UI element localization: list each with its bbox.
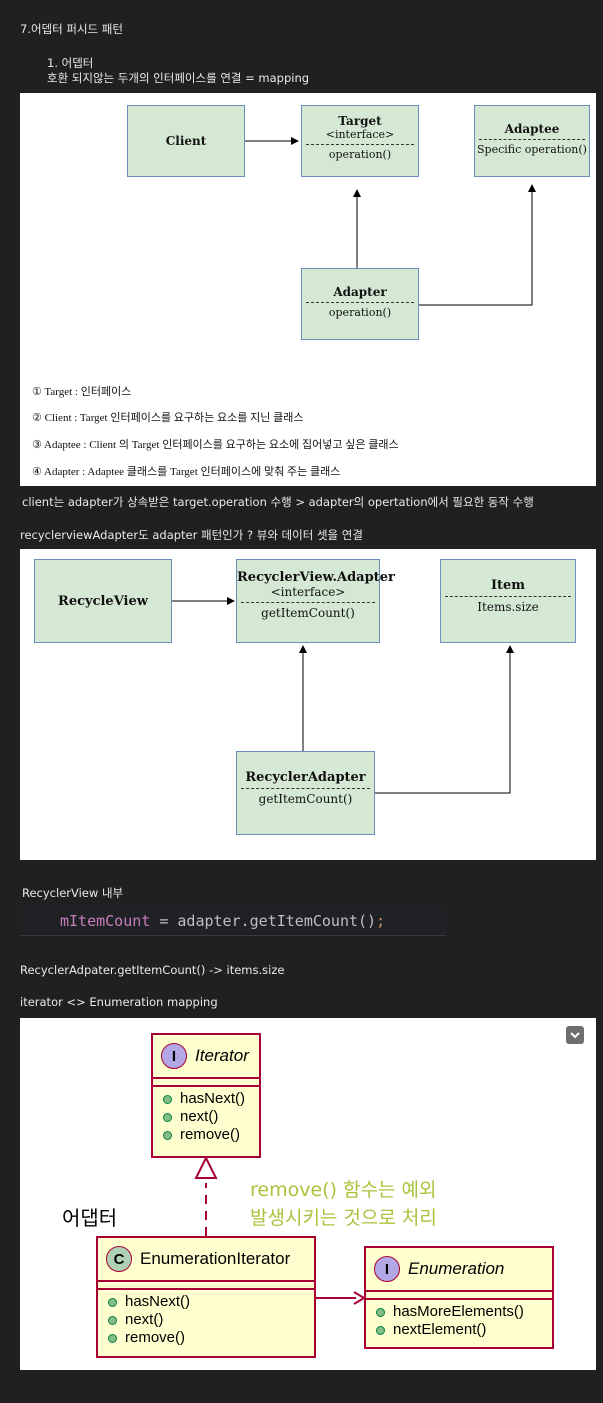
client-box: Client xyxy=(127,105,245,177)
diagram2-connectors xyxy=(172,597,514,794)
iterator-method: remove() xyxy=(163,1126,259,1144)
iterator-name: Iterator xyxy=(195,1046,249,1065)
iterator-interface-box: I Iterator hasNext() next() remove() xyxy=(151,1033,261,1158)
item-operation: Items.size xyxy=(477,600,539,614)
rv-adapter-title: RecyclerView.Adapter xyxy=(237,570,395,585)
code-semicolon: ; xyxy=(376,912,386,930)
note-recyclerview-question: recyclerviewAdapter도 adapter 패턴인가 ? 뷰와 데… xyxy=(20,528,363,542)
code-operator: = xyxy=(150,912,178,930)
client-label: Client xyxy=(165,134,207,148)
recycler-adapter-divider xyxy=(241,788,370,789)
adapter-divider xyxy=(306,302,414,303)
adapter-label: 어댑터 xyxy=(62,1206,118,1230)
adapter-pattern-diagram: Client Target <interface> operation() Ad… xyxy=(20,93,596,486)
note-recyclerview-internal: RecyclerView 내부 xyxy=(22,886,124,900)
legend-item: ② Client : Target 인터페이스를 요구하는 요소를 지닌 클래스 xyxy=(32,412,304,424)
enumeration-method: hasMoreElements() xyxy=(376,1303,552,1321)
enumeration-method: nextElement() xyxy=(376,1321,552,1339)
page-heading: 7.어뎁터 퍼시드 패턴 xyxy=(20,22,123,36)
item-title: Item xyxy=(490,578,526,593)
enumeration-iterator-name: EnumerationIterator xyxy=(140,1249,291,1268)
iterator-method: hasNext() xyxy=(163,1090,259,1108)
interface-badge-icon: I xyxy=(374,1256,400,1282)
adaptee-box: Adaptee Specific operation() xyxy=(474,105,590,177)
target-operation: operation() xyxy=(328,148,392,161)
enumeration-name: Enumeration xyxy=(408,1259,505,1278)
target-interface-label: <interface> xyxy=(325,128,395,141)
note-iterator-mapping: iterator <> Enumeration mapping xyxy=(20,995,218,1009)
section-title: 1. 어뎁터 xyxy=(47,56,94,70)
recycleview-label: RecycleView xyxy=(58,593,148,609)
adapter-operation: operation() xyxy=(328,306,392,319)
legend-item: ① Target : 인터페이스 xyxy=(32,386,132,398)
interface-badge-icon: I xyxy=(161,1043,187,1069)
section-description: 호환 되지않는 두개의 인터페이스를 연결 = mapping xyxy=(47,71,310,85)
legend-item: ③ Adaptee : Client 의 Target 인터페이스를 요구하는 … xyxy=(32,439,399,451)
rv-adapter-box: RecyclerView.Adapter <interface> getItem… xyxy=(236,559,395,643)
enumeration-iterator-method: next() xyxy=(108,1311,314,1329)
dropdown-chevron-icon[interactable] xyxy=(566,1026,584,1044)
enumeration-iterator-method: remove() xyxy=(108,1329,314,1347)
target-divider xyxy=(306,144,414,145)
code-call: adapter.getItemCount() xyxy=(177,912,377,930)
recycleview-box: RecycleView xyxy=(34,559,172,643)
rv-adapter-operation: getItemCount() xyxy=(261,606,355,620)
code-snippet: mItemCount = adapter.getItemCount(); xyxy=(20,906,446,936)
target-title: Target xyxy=(338,114,382,128)
item-box: Item Items.size xyxy=(440,559,576,643)
iterator-enumeration-diagram: I Iterator hasNext() next() remove() rem… xyxy=(20,1018,596,1370)
target-box: Target <interface> operation() xyxy=(301,105,419,177)
remark-line: 발생시키는 것으로 처리 xyxy=(250,1207,437,1229)
adaptee-title: Adaptee xyxy=(504,122,560,136)
adaptee-operation: Specific operation() xyxy=(477,143,587,156)
recyclerview-adapter-diagram: RecycleView RecyclerView.Adapter <interf… xyxy=(20,549,596,860)
note-client-adapter: client는 adapter가 상속받은 target.operation 수… xyxy=(22,495,534,509)
note-getitemcount: RecyclerAdpater.getItemCount() -> items.… xyxy=(20,963,285,977)
adaptee-divider xyxy=(479,139,585,140)
recycler-adapter-box: RecyclerAdapter getItemCount() xyxy=(236,751,375,835)
diagram1-connectors xyxy=(245,137,536,306)
code-variable: mItemCount xyxy=(60,912,151,930)
enumeration-iterator-class-box: C EnumerationIterator hasNext() next() r… xyxy=(96,1236,316,1358)
recycler-adapter-title: RecyclerAdapter xyxy=(245,770,366,785)
legend-item: ④ Adapter : Adaptee 클래스를 Target 인터페이스에 맞… xyxy=(32,466,341,478)
enumeration-iterator-method: hasNext() xyxy=(108,1293,314,1311)
adapter-title: Adapter xyxy=(333,285,387,299)
rv-adapter-divider xyxy=(241,602,375,603)
class-badge-icon: C xyxy=(106,1246,132,1272)
recycler-adapter-operation: getItemCount() xyxy=(258,792,353,806)
item-divider xyxy=(445,596,571,597)
iterator-method: next() xyxy=(163,1108,259,1126)
enumeration-interface-box: I Enumeration hasMoreElements() nextElem… xyxy=(364,1246,554,1349)
rv-adapter-interface-label: <interface> xyxy=(270,585,346,599)
adapter-box: Adapter operation() xyxy=(301,268,419,340)
remark-line: remove() 함수는 예외 xyxy=(250,1179,437,1201)
